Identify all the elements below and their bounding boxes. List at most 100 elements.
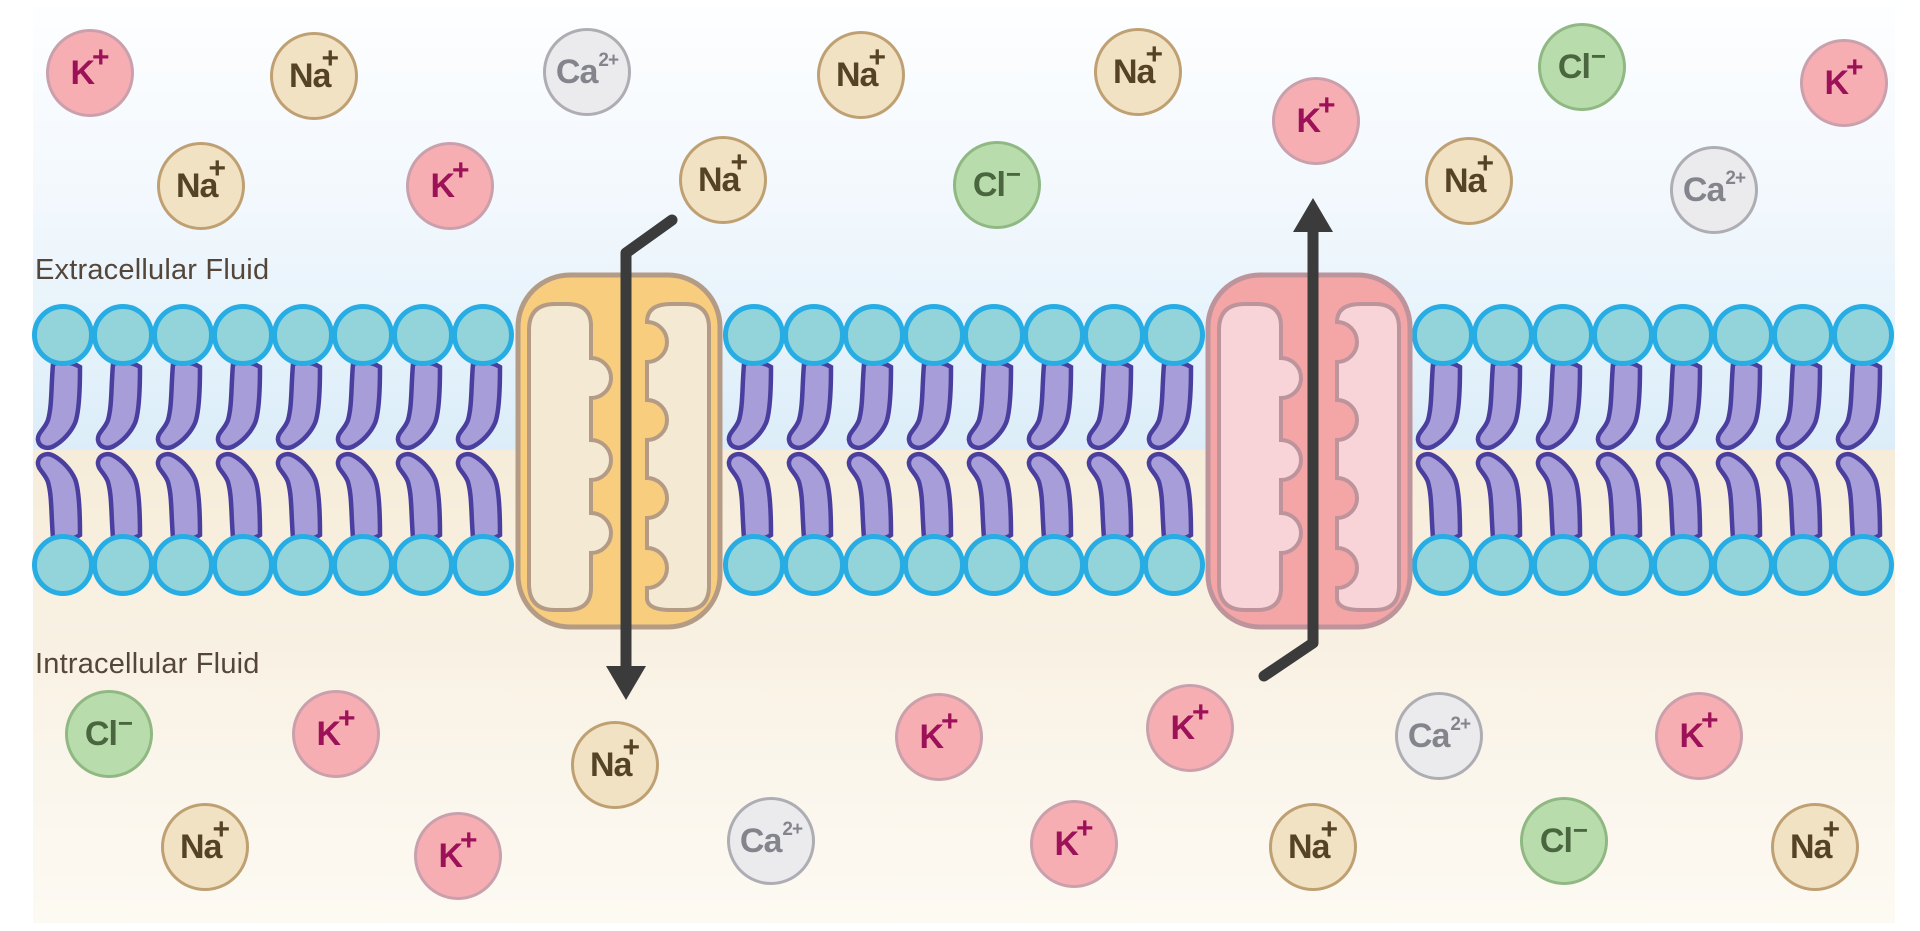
potassium-efflux-arrow-head	[1293, 198, 1333, 232]
phospholipid-head	[1712, 534, 1774, 596]
phospholipid-tail	[1415, 360, 1463, 450]
ion-symbol: K	[919, 718, 944, 756]
phospholipid-head	[1472, 534, 1534, 596]
phospholipid-head	[1712, 304, 1774, 366]
phospholipid-tail	[1026, 452, 1074, 542]
ion-cl: Cl−	[953, 141, 1041, 229]
phospholipid-head	[272, 304, 334, 366]
phospholipid-head	[1772, 304, 1834, 366]
phospholipid-head	[1143, 304, 1205, 366]
ion-charge: −	[1005, 159, 1022, 189]
phospholipid-head	[963, 534, 1025, 596]
ion-symbol: K	[70, 54, 95, 92]
phospholipid-head	[1532, 534, 1594, 596]
phospholipid-head	[272, 534, 334, 596]
sodium-channel-left-subunit	[527, 302, 613, 612]
ion-na: Na+	[817, 31, 905, 119]
phospholipid-tail	[1655, 360, 1703, 450]
phospholipid-tails	[35, 360, 1883, 542]
ion-charge: +	[1701, 704, 1719, 737]
phospholipid-head	[1592, 534, 1654, 596]
ion-symbol: Cl	[1539, 822, 1573, 860]
phospholipid-head	[1532, 304, 1594, 366]
ion-symbol: K	[430, 167, 455, 205]
phospholipid-head	[1832, 304, 1894, 366]
ion-charge: +	[730, 146, 748, 179]
phospholipid-head	[332, 304, 394, 366]
ion-charge: −	[1572, 815, 1589, 845]
phospholipid-tail	[35, 452, 83, 542]
ion-symbol: Na	[698, 161, 740, 199]
ion-symbol: Cl	[972, 166, 1006, 204]
ion-symbol: Cl	[1557, 48, 1591, 86]
ion-na: Na+	[161, 803, 249, 891]
ion-k: K+	[406, 142, 494, 230]
phospholipid-tail	[455, 360, 503, 450]
potassium-channel-right-subunit	[1334, 302, 1401, 612]
ion-charge: +	[460, 824, 478, 857]
ion-charge: +	[321, 42, 339, 75]
ion-na: Na+	[679, 136, 767, 224]
ion-charge: +	[868, 41, 886, 74]
phospholipid-tail	[215, 360, 263, 450]
ion-na: Na+	[1425, 137, 1513, 225]
potassium-channel-left-subunit	[1217, 302, 1303, 612]
phospholipid-tail	[275, 452, 323, 542]
phospholipid-tail	[155, 360, 203, 450]
ion-symbol: Ca	[739, 822, 782, 860]
ion-charge: +	[208, 152, 226, 185]
ion-charge: −	[1590, 41, 1607, 71]
ion-symbol: Ca	[555, 53, 598, 91]
ion-symbol: Na	[1790, 828, 1832, 866]
extracellular-fluid-label: Extracellular Fluid	[35, 254, 270, 286]
phospholipid-tail	[1535, 452, 1583, 542]
phospholipid-tail	[1086, 452, 1134, 542]
phospholipid-tail	[966, 452, 1014, 542]
phospholipid-tail	[1595, 452, 1643, 542]
ion-k: K+	[1272, 77, 1360, 165]
phospholipid-tail	[1775, 452, 1823, 542]
ion-k: K+	[1146, 684, 1234, 772]
phospholipid-tail	[906, 452, 954, 542]
ion-charge: +	[212, 813, 230, 846]
phospholipid-tail	[1715, 360, 1763, 450]
phospholipid-tail	[966, 360, 1014, 450]
phospholipid-tail	[1475, 452, 1523, 542]
ion-charge: +	[1846, 51, 1864, 84]
phospholipid-head	[723, 304, 785, 366]
ion-na: Na+	[157, 142, 245, 230]
phospholipid-head	[152, 534, 214, 596]
phospholipid-head	[212, 534, 274, 596]
phospholipid-head	[783, 304, 845, 366]
ion-charge: +	[338, 702, 356, 735]
phospholipid-tail	[155, 452, 203, 542]
phospholipid-tail	[1086, 360, 1134, 450]
phospholipid-head	[903, 304, 965, 366]
ion-symbol: K	[1679, 717, 1704, 755]
phospholipid-head	[1412, 304, 1474, 366]
sodium-influx-arrow-head	[606, 666, 646, 700]
ion-charge: 2+	[1725, 167, 1746, 189]
phospholipid-head	[452, 304, 514, 366]
phospholipid-tail	[1715, 452, 1763, 542]
ion-cl: Cl−	[65, 690, 153, 778]
phospholipid-head	[1652, 304, 1714, 366]
phospholipid-head	[783, 534, 845, 596]
phospholipid-tail	[335, 452, 383, 542]
phospholipid-head	[32, 304, 94, 366]
phospholipid-tail	[906, 360, 954, 450]
ion-symbol: Na	[176, 167, 218, 205]
phospholipid-tail	[95, 360, 143, 450]
ion-charge: +	[1318, 89, 1336, 122]
ion-symbol: Ca	[1682, 171, 1725, 209]
phospholipid-head	[92, 304, 154, 366]
ion-symbol: Na	[1113, 53, 1155, 91]
phospholipid-head	[212, 304, 274, 366]
ion-charge: +	[1822, 813, 1840, 846]
phospholipid-tail	[35, 360, 83, 450]
